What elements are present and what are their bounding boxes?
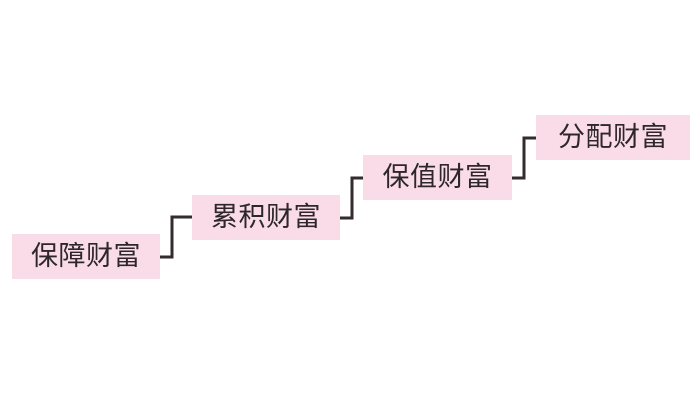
connector-1 — [160, 215, 192, 259]
connector-3 — [512, 136, 536, 180]
step-label-3: 保值财富 — [382, 162, 493, 192]
connector-2 — [340, 176, 363, 220]
step-node-3[interactable]: 保值财富 — [363, 155, 512, 200]
step-node-4[interactable]: 分配财富 — [536, 115, 690, 160]
step-node-2[interactable]: 累积财富 — [192, 195, 340, 240]
step-label-1: 保障财富 — [31, 241, 141, 271]
step-node-1[interactable]: 保障财富 — [12, 234, 160, 279]
step-label-4: 分配财富 — [558, 122, 668, 152]
step-label-2: 累积财富 — [211, 202, 321, 232]
